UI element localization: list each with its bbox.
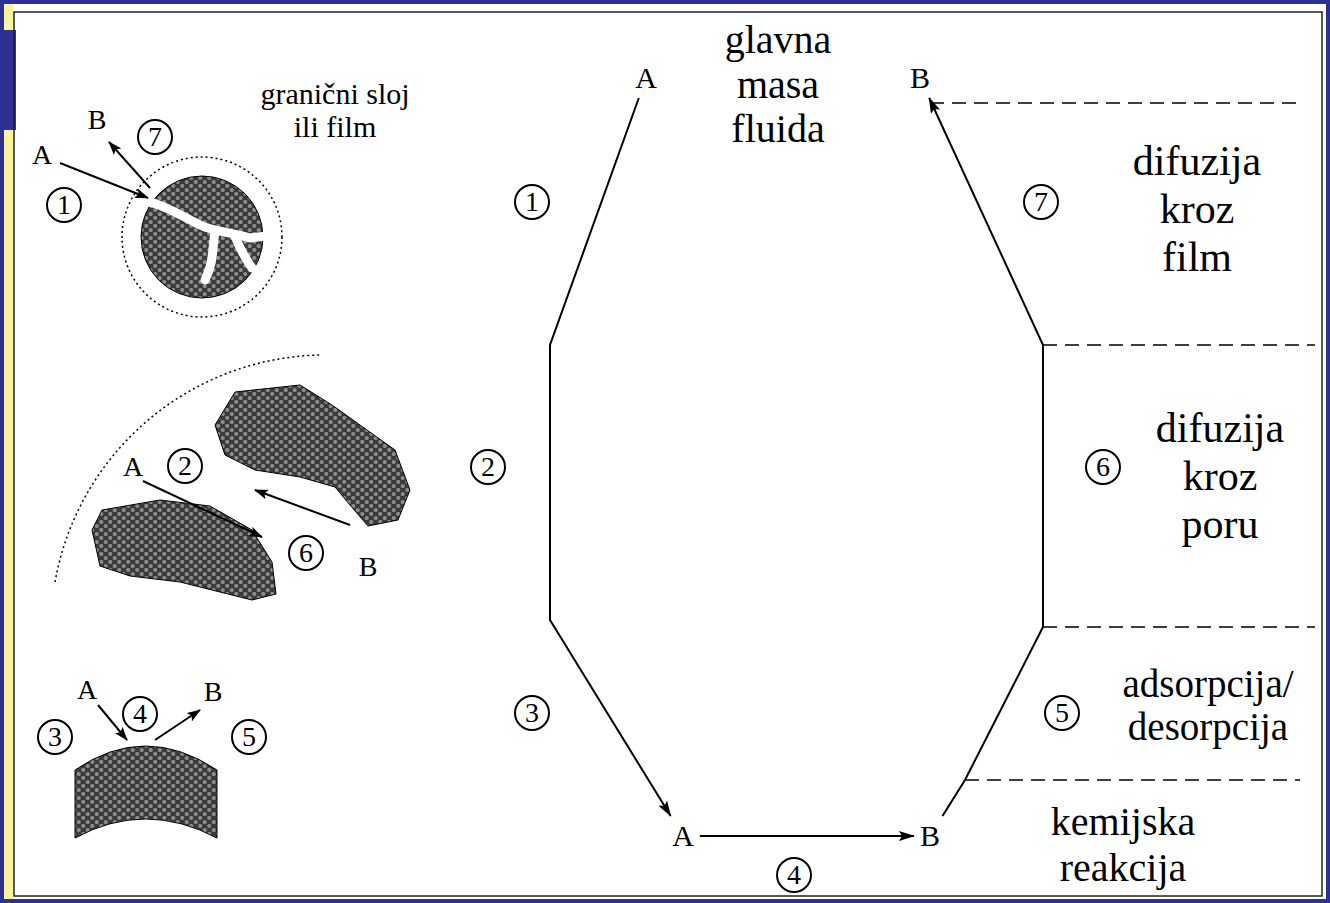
step-number-circle: 6 (288, 535, 324, 571)
step-label: difuzija kroz poru (1145, 405, 1295, 549)
step-number-circle: 7 (1023, 184, 1059, 220)
step-number: 4 (787, 861, 801, 889)
step-number: 7 (1034, 188, 1048, 216)
step-number: 3 (48, 723, 62, 751)
side-strip (4, 4, 13, 899)
flow-arrow (550, 98, 671, 816)
species-letter: B (910, 63, 930, 93)
level-line (1043, 626, 1315, 628)
step-number: 7 (148, 123, 162, 151)
step-number: 5 (1055, 699, 1069, 727)
level-line (1043, 344, 1315, 346)
step-number: 2 (178, 452, 192, 480)
bulk-fluid-label: glavna masa fluida (703, 18, 853, 152)
catalyst-grain (215, 385, 410, 526)
flow-arrow (700, 835, 914, 837)
step-number-circle: 5 (231, 719, 267, 755)
step-number: 1 (525, 188, 539, 216)
species-node: B (917, 819, 943, 853)
step-number-circle: 4 (122, 696, 158, 732)
step-number-circle: 6 (1085, 449, 1121, 485)
film-label: granični sloj ili film (250, 77, 420, 143)
species-letter: A (113, 452, 153, 483)
species-node: A (669, 819, 697, 853)
step-number: 6 (299, 539, 313, 567)
step-number-circle: 1 (514, 184, 550, 220)
step-number: 2 (481, 453, 495, 481)
species-letter: A (67, 675, 107, 706)
species-letter: A (635, 63, 657, 93)
step-number-circle: 2 (470, 449, 506, 485)
step-number: 1 (57, 191, 71, 219)
step-number: 5 (242, 723, 256, 751)
species-letter: B (920, 821, 940, 851)
product-arrow (255, 490, 350, 525)
step-number-circle: 3 (37, 719, 73, 755)
species-letter: A (22, 140, 62, 171)
step-number-circle: 3 (514, 695, 550, 731)
step-number-circle: 4 (776, 857, 812, 893)
step-number: 3 (525, 699, 539, 727)
species-letter: B (193, 677, 233, 708)
step-label: adsorpcija/ desorpcija (1101, 663, 1316, 749)
step-number-circle: 5 (1044, 695, 1080, 731)
step-number: 4 (133, 700, 147, 728)
step-number: 6 (1096, 453, 1110, 481)
reactant-arrow (143, 481, 262, 537)
pore-channel (142, 200, 266, 280)
film-boundary (122, 157, 282, 317)
inner-frame (14, 12, 1322, 896)
product-arrow (155, 710, 200, 740)
species-node: A (632, 61, 660, 95)
species-letter: A (672, 821, 694, 851)
step-number-circle: 1 (46, 187, 82, 223)
catalyst-grain (92, 500, 276, 600)
step-number-circle: 7 (137, 119, 173, 155)
species-letter: B (77, 105, 117, 136)
step-number-circle: 2 (167, 448, 203, 484)
step-label: difuzija kroz film (1122, 138, 1272, 282)
level-line (965, 779, 1300, 781)
level-line (930, 102, 1300, 104)
species-letter: B (348, 552, 388, 583)
species-node: B (907, 61, 933, 95)
catalyst-surface (75, 746, 217, 838)
step-label: kemijska reakcija (1023, 799, 1223, 891)
